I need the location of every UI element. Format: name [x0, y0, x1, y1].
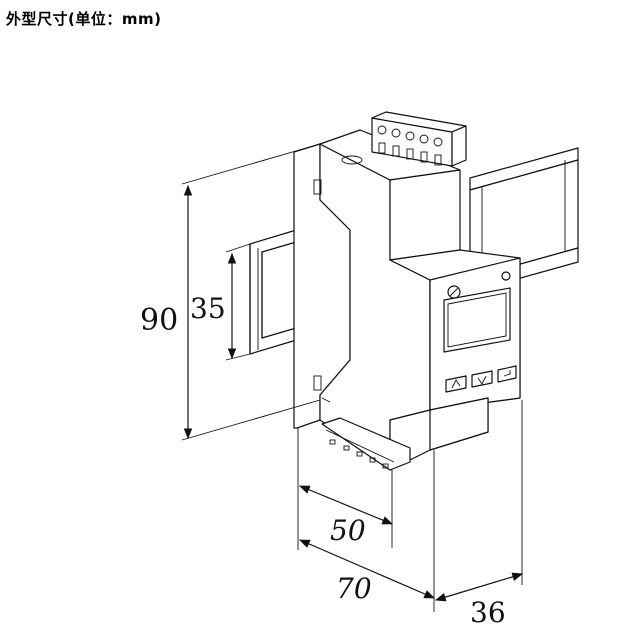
- dimension-50-label: 50: [330, 514, 366, 547]
- din-rail-back: [469, 147, 579, 293]
- dimension-35-label: 35: [190, 292, 226, 325]
- up-button-icon: [445, 375, 467, 393]
- front-panel: [443, 271, 517, 393]
- enter-button-icon: [497, 365, 517, 383]
- terminal-block: [341, 111, 467, 167]
- dimension-70-label: 70: [336, 572, 372, 605]
- dimension-90: [181, 143, 321, 441]
- dimension-50: [297, 428, 393, 550]
- dimension-90-label: 90: [140, 303, 178, 338]
- dimension-36: [434, 400, 524, 602]
- dimension-70: [299, 450, 435, 612]
- page-title: 外型尺寸(单位：mm): [6, 10, 162, 28]
- down-button-icon: [471, 370, 493, 388]
- dimension-36-label: 36: [470, 596, 506, 629]
- dimension-35: [225, 243, 251, 361]
